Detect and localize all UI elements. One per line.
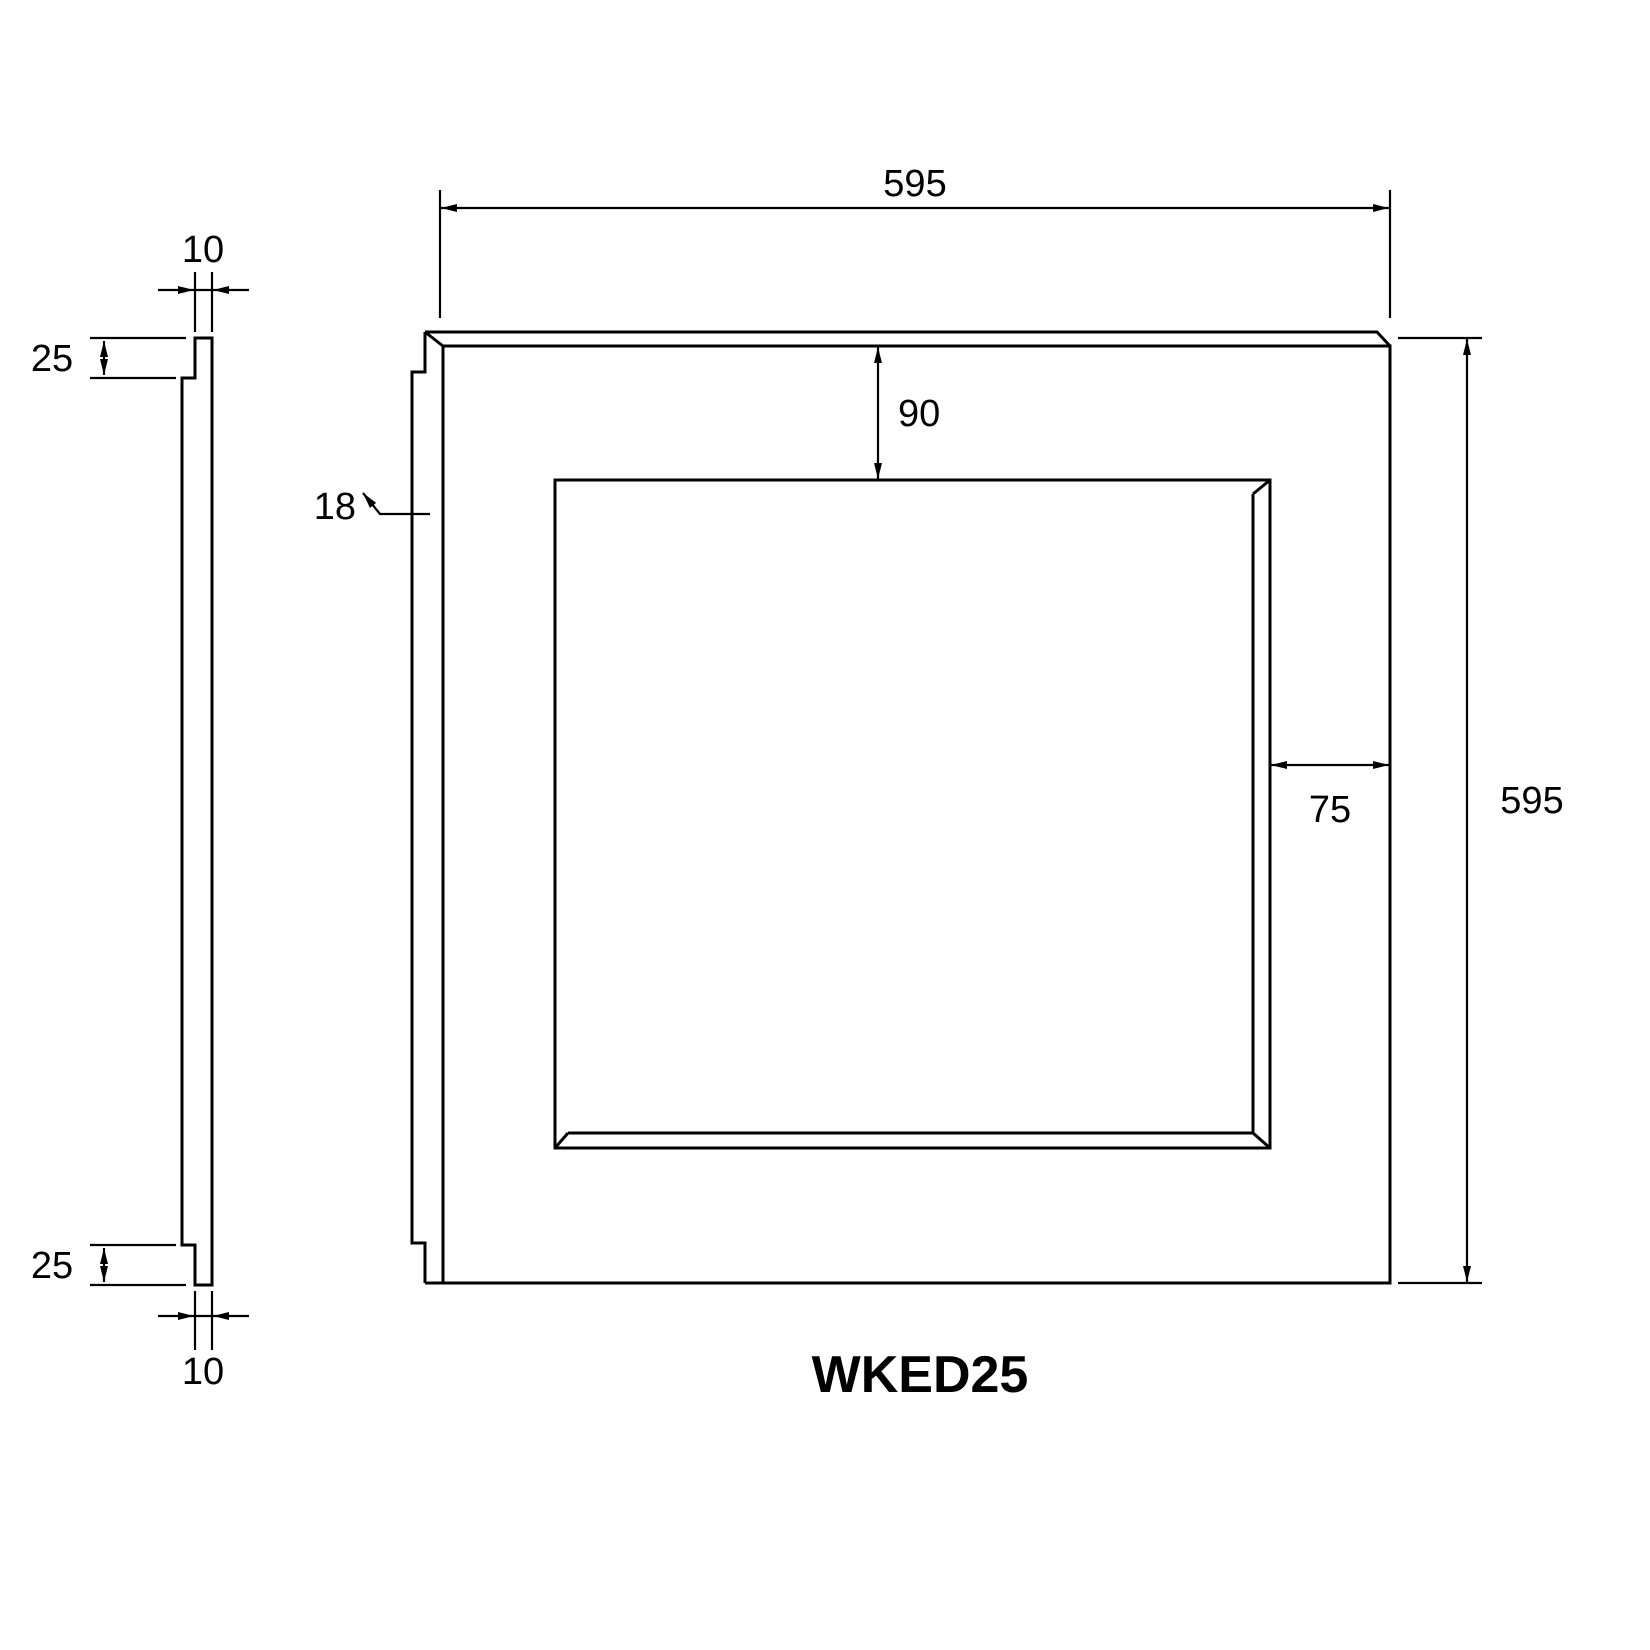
panel-back-lip-edge (410, 332, 427, 1283)
side-profile-view (180, 336, 214, 1287)
cutout-chamfer-top-right (1252, 478, 1271, 496)
cutout-chamfer-bottom-left (553, 1132, 570, 1149)
dim-leader-line (362, 492, 430, 516)
dim-label-top-thickness: 10 (182, 229, 224, 271)
dim-label-height: 595 (1500, 780, 1563, 822)
panel-top-left-chamfer (424, 330, 444, 348)
dim-label-edge-depth: 18 (314, 486, 356, 528)
dim-label-bottom-thickness: 10 (182, 1351, 224, 1393)
cutout-outline (553, 478, 1272, 1150)
cutout-chamfer-bottom-right (1252, 1131, 1271, 1150)
dim-label-width: 595 (883, 163, 946, 205)
dim-side-top-thickness: 10 (158, 229, 249, 332)
dim-side-top-edge: 25 (31, 336, 186, 380)
dim-label-bottom-edge: 25 (31, 1245, 73, 1287)
dim-front-right-inset: 75 (1271, 761, 1389, 831)
drawing-title: WKED25 (812, 1346, 1029, 1404)
front-view-panel (410, 330, 1392, 1285)
side-profile-outline (180, 336, 214, 1287)
dim-front-height: 595 (1398, 336, 1564, 1285)
dim-front-width: 595 (438, 163, 1392, 318)
cutout-inner-wall (568, 494, 1255, 1135)
dim-label-top-edge: 25 (31, 338, 73, 380)
dim-front-edge-depth: 18 (314, 486, 430, 528)
dim-label-top-inset: 90 (898, 393, 940, 435)
dim-front-top-inset: 90 (874, 347, 940, 479)
front-view-cutout (553, 478, 1272, 1150)
dim-label-right-inset: 75 (1309, 789, 1351, 831)
dim-side-bottom-edge: 25 (31, 1243, 186, 1287)
panel-face-outline (425, 344, 1392, 1285)
dim-side-bottom-thickness: 10 (158, 1291, 249, 1393)
panel-top-back-edge (425, 330, 1392, 348)
